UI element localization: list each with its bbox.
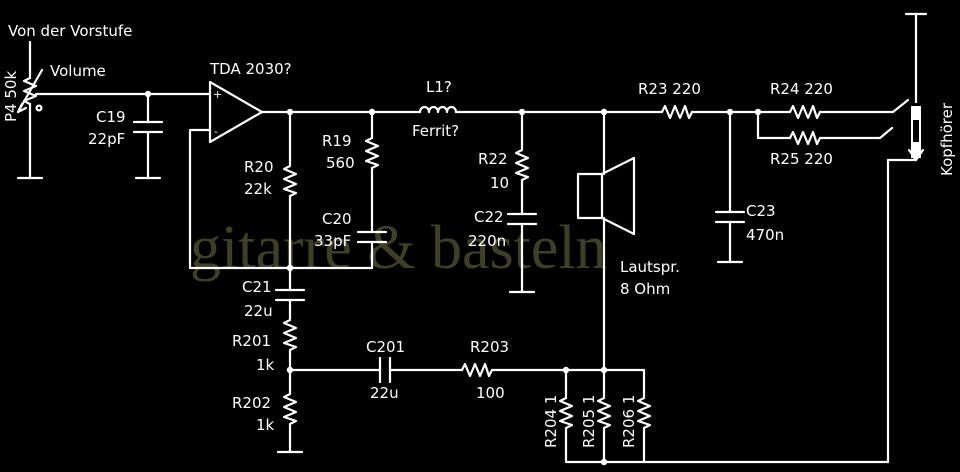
resistor-r25: [788, 130, 822, 146]
opamp-minus: -: [214, 125, 218, 138]
resistor-r24: [788, 104, 822, 120]
r20-value: 22k: [244, 180, 272, 198]
r22-value: 10: [490, 174, 509, 192]
wiring: [16, 12, 928, 464]
r19-label: R19: [322, 132, 352, 150]
headphones-label: Kopfhörer: [938, 102, 956, 176]
resistor-r22: [514, 148, 530, 182]
headphone-jack: [907, 106, 925, 162]
c23-value: 470n: [746, 226, 784, 244]
ferrit-label: Ferrit?: [412, 122, 459, 140]
potentiometer-p4: [16, 68, 44, 114]
c201-label: C201: [366, 338, 405, 356]
capacitor-c201: [378, 356, 392, 384]
r206-label: R206 1: [620, 395, 638, 448]
c22-label: C22: [474, 208, 504, 226]
r203-value: 100: [476, 384, 505, 402]
speaker-value: 8 Ohm: [620, 280, 670, 298]
junction-dots: [144, 90, 762, 466]
r205-label: R205 1: [580, 395, 598, 448]
resistor-r19: [364, 136, 380, 170]
resistor-r202: [282, 392, 298, 426]
r201-value: 1k: [256, 356, 275, 374]
c19-value: 22pF: [88, 130, 125, 148]
input-label: Von der Vorstufe: [8, 22, 132, 40]
resistor-r201: [282, 318, 298, 352]
resistor-r205: [596, 396, 612, 430]
opamp-tda2030: [208, 80, 264, 144]
r202-value: 1k: [256, 416, 275, 434]
watermark: gitarre & basteln: [190, 214, 607, 282]
opamp-plus: +: [213, 88, 222, 101]
resistor-r20: [282, 164, 298, 198]
resistor-r204: [558, 396, 574, 430]
resistor-r206: [636, 396, 652, 430]
r22-label: R22: [478, 150, 508, 168]
capacitor-c20: [356, 230, 388, 244]
r24-label: R24 220: [770, 80, 833, 98]
l1-label: L1?: [426, 78, 452, 96]
r19-value: 560: [326, 154, 355, 172]
c21-value: 22u: [244, 302, 273, 320]
ic-label: TDA 2030?: [209, 60, 292, 78]
c20-label: C20: [322, 210, 352, 228]
capacitor-c19: [132, 120, 164, 134]
speaker: [576, 156, 636, 236]
c20-value: 33pF: [314, 232, 351, 250]
resistor-r203: [460, 362, 494, 378]
volume-label: Volume: [50, 62, 106, 80]
c19-label: C19: [96, 108, 126, 126]
r203-label: R203: [470, 338, 509, 356]
resistor-r23: [660, 104, 694, 120]
capacitor-c22: [506, 212, 538, 226]
c21-label: C21: [242, 278, 272, 296]
c201-value: 22u: [370, 384, 399, 402]
p4-label: P4 50k: [2, 71, 20, 122]
c23-label: C23: [746, 202, 776, 220]
r20-label: R20: [244, 158, 274, 176]
r204-label: R204 1: [542, 395, 560, 448]
capacitor-c21: [274, 288, 306, 302]
r23-label: R23 220: [638, 80, 701, 98]
r201-label: R201: [232, 332, 271, 350]
capacitor-c23: [714, 210, 746, 224]
r25-label: R25 220: [770, 150, 833, 168]
inductor-l1: [418, 105, 458, 114]
r202-label: R202: [232, 394, 271, 412]
c22-value: 220n: [468, 232, 506, 250]
speaker-label: Lautspr.: [620, 258, 680, 276]
